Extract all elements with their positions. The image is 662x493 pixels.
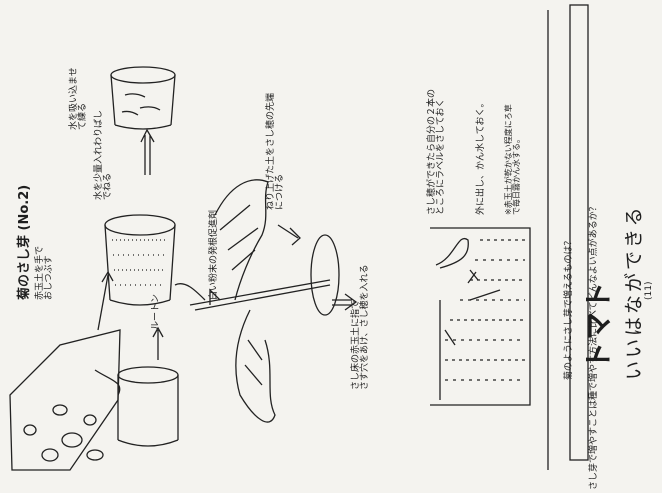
step-water-soak: 水を吸い込ませ て練る [69, 67, 88, 130]
kneaded-cup-illustration [110, 66, 176, 130]
mixing-cup-illustration [104, 214, 176, 306]
step-label-note: さし穂ができたら自分の２本の ところにラベルをさしておく [427, 88, 446, 215]
step-water-note: 外に出し、かん水しておく。 [476, 98, 486, 215]
flow-arrows [97, 128, 358, 360]
step-rooton: ルートン [151, 293, 161, 330]
planting-tray-illustration [430, 227, 531, 406]
step-white-powder: 白い粉末の発根促進剤 [209, 209, 219, 300]
step-dry-note: ※赤玉土が乾かない程度にろ草 で毎日霧かん水する。 [504, 104, 521, 215]
answer-boxes [547, 4, 589, 470]
question-2: さし芽で増やすことは種で増やす方法に比べてどんなよい点があるか？ [589, 202, 599, 490]
soil-tray-illustration [9, 329, 121, 471]
step-insert-note: さし床の赤玉土に指で さす穴をあけ、さし穂を入れる [351, 264, 370, 390]
answer-2: いいはなができる [623, 204, 645, 380]
worksheet-title: 菊のさし芽 (No.2) [17, 184, 32, 300]
step-mix-note: 水を少量入れわりばし でねる [94, 109, 113, 200]
step-soil-crush: 赤玉土を手で おしつぶす [35, 245, 54, 300]
question-1: 菊のようにさし芽で増えるものは？ [564, 236, 574, 380]
page-number: (11) [644, 281, 654, 300]
cutting-illustration [174, 179, 340, 423]
step-knead-note: ねり上げた土をさし穂の先端 につける [266, 92, 285, 210]
rooton-jar-illustration [117, 366, 179, 447]
